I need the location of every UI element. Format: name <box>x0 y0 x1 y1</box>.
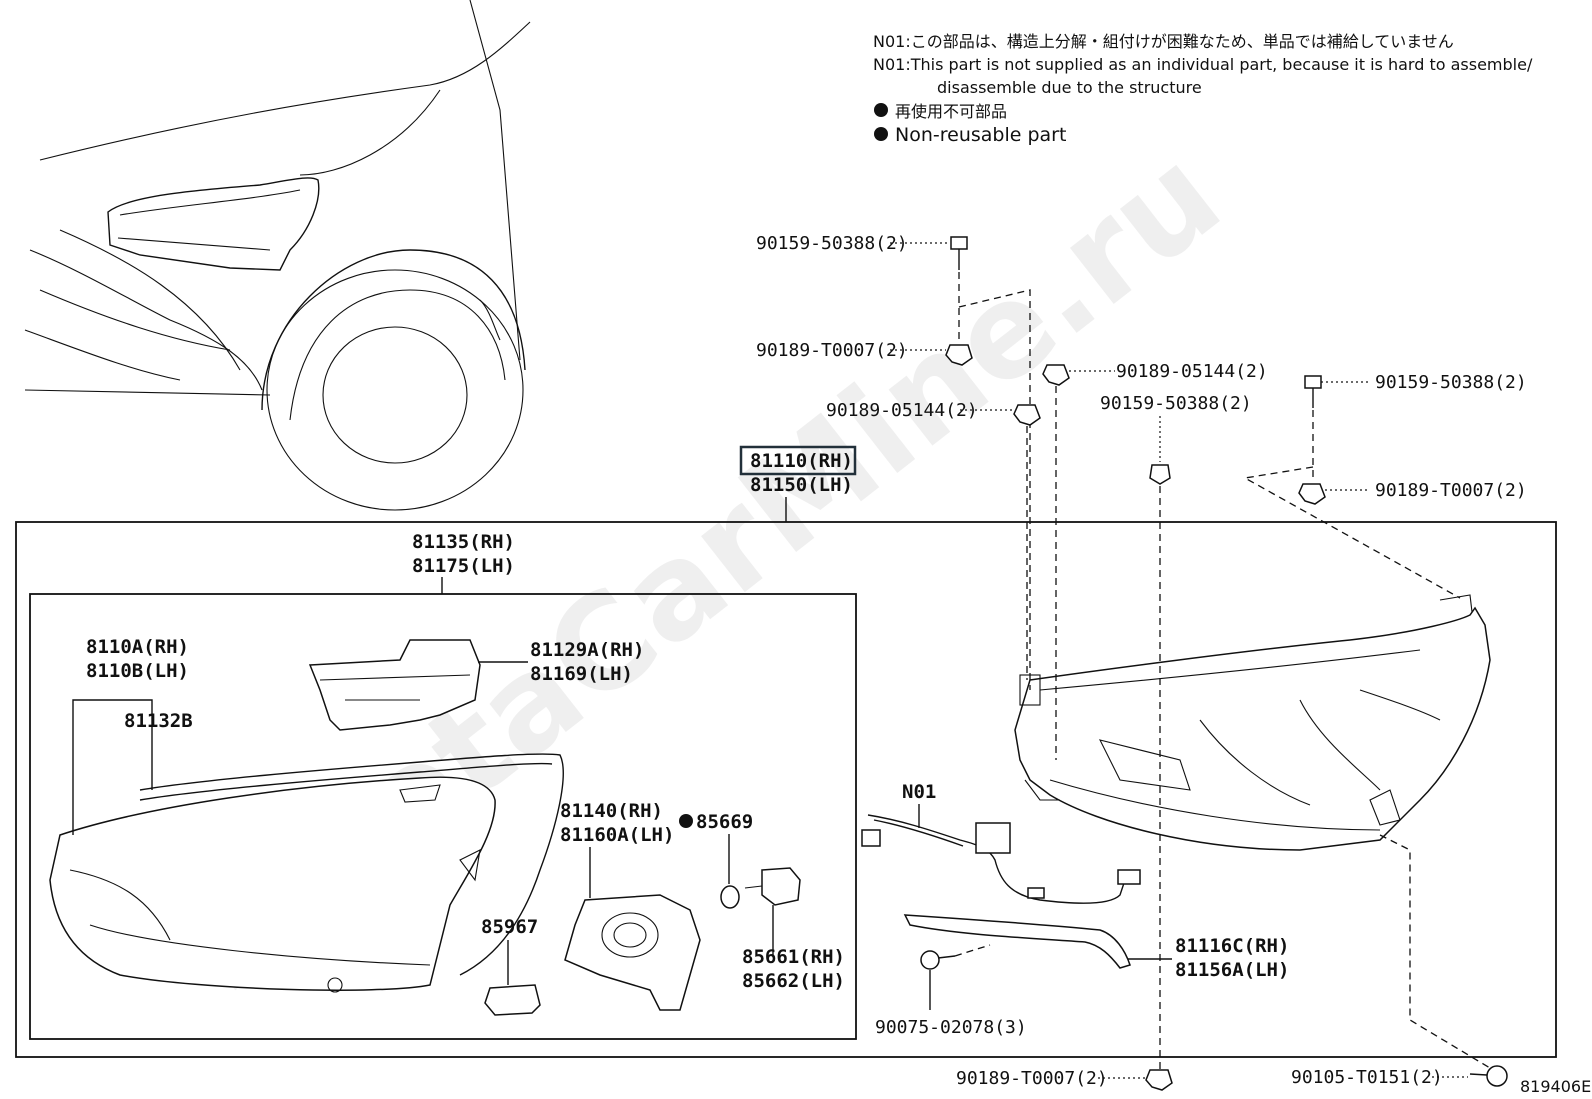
nut-90189-mid-right <box>1042 364 1070 386</box>
non-reusable-dot-icon <box>874 103 888 117</box>
label-81116c-rh[interactable]: 81116C(RH) <box>1175 935 1289 957</box>
non-reusable-dot-icon <box>679 814 693 828</box>
nut-90189-top-left <box>945 344 973 366</box>
label-assembly-lh[interactable]: 81150(LH) <box>750 474 853 496</box>
label-nut-mid-right[interactable]: 90189-05144(2) <box>1116 361 1268 382</box>
label-81116c-lh[interactable]: 81156A(LH) <box>1175 959 1289 981</box>
part-bulb-85661 <box>744 867 801 906</box>
part-harness-n01 <box>861 814 1141 904</box>
label-81140-rh[interactable]: 81140(RH) <box>560 800 663 822</box>
label-screw-bottom-right[interactable]: 90105-T0151(2) <box>1291 1067 1443 1088</box>
label-bolt-center[interactable]: 90159-50388(2) <box>1100 393 1252 414</box>
part-module-85967 <box>484 984 541 1016</box>
note-n01-en-line2: disassemble due to the structure <box>937 78 1202 97</box>
screw-90105-bottom-right <box>1469 1065 1508 1087</box>
label-85669[interactable]: 85669 <box>696 811 753 833</box>
label-nut-bottom[interactable]: 90189-T0007(2) <box>956 1068 1108 1089</box>
label-81135-rh[interactable]: 81135(RH) <box>412 531 515 553</box>
label-nut-right[interactable]: 90189-T0007(2) <box>1375 480 1527 501</box>
label-81140-lh[interactable]: 81160A(LH) <box>560 824 674 846</box>
part-lens-8110a <box>49 776 496 993</box>
nut-90189-mid-left <box>1013 404 1041 426</box>
notes-block: N01:この部品は、構造上分解・組付けが困難なため、単品では補給していません N… <box>873 32 1533 146</box>
label-nut-mid-left[interactable]: 90189-05144(2) <box>826 400 978 421</box>
note-nonreuse-jp: 再使用不可部品 <box>895 102 1007 121</box>
nut-90189-bottom <box>1145 1069 1173 1091</box>
nut-90189-right <box>1298 483 1326 505</box>
label-81135-lh[interactable]: 81175(LH) <box>412 555 515 577</box>
note-nonreuse-en: Non-reusable part <box>895 124 1066 146</box>
label-85661-rh[interactable]: 85661(RH) <box>742 946 845 968</box>
bolt-90159-center <box>1149 464 1171 485</box>
label-bolt-top-left[interactable]: 90159-50388(2) <box>756 233 908 254</box>
label-85661-lh[interactable]: 85662(LH) <box>742 970 845 992</box>
part-headlamp-housing <box>1014 594 1491 851</box>
label-assembly-rh[interactable]: 81110(RH) <box>750 450 853 472</box>
note-n01-jp: N01:この部品は、構造上分解・組付けが困難なため、単品では補給していません <box>873 32 1454 51</box>
assembly-highlight-box <box>739 445 857 476</box>
part-bracket-81129a <box>308 639 481 731</box>
part-trim-81116c <box>903 914 1131 969</box>
bolt-90159-right <box>1304 375 1322 408</box>
label-81132b[interactable]: 81132B <box>124 710 193 732</box>
sub-assembly-frame <box>29 593 857 1040</box>
label-85967[interactable]: 85967 <box>481 916 538 938</box>
label-90075[interactable]: 90075-02078(3) <box>875 1017 1027 1038</box>
label-bolt-right[interactable]: 90159-50388(2) <box>1375 372 1527 393</box>
label-81129a-rh[interactable]: 81129A(RH) <box>530 639 644 661</box>
label-n01[interactable]: N01 <box>902 781 936 803</box>
label-8110a-lh[interactable]: 8110B(LH) <box>86 660 189 682</box>
part-lamp-81140 <box>564 894 701 1011</box>
label-8110a-rh[interactable]: 8110A(RH) <box>86 636 189 658</box>
assembly-frame <box>15 521 1557 1058</box>
note-n01-en-line1: N01:This part is not supplied as an indi… <box>873 55 1533 74</box>
bolt-90159-top-left <box>950 236 968 270</box>
vehicle-front-sketch <box>24 0 531 511</box>
label-81129a-lh[interactable]: 81169(LH) <box>530 663 633 685</box>
non-reusable-dot-icon <box>874 127 888 141</box>
label-nut-top-left[interactable]: 90189-T0007(2) <box>756 340 908 361</box>
part-screw-90075 <box>920 950 956 970</box>
diagram-id: 819406E <box>1520 1077 1591 1096</box>
